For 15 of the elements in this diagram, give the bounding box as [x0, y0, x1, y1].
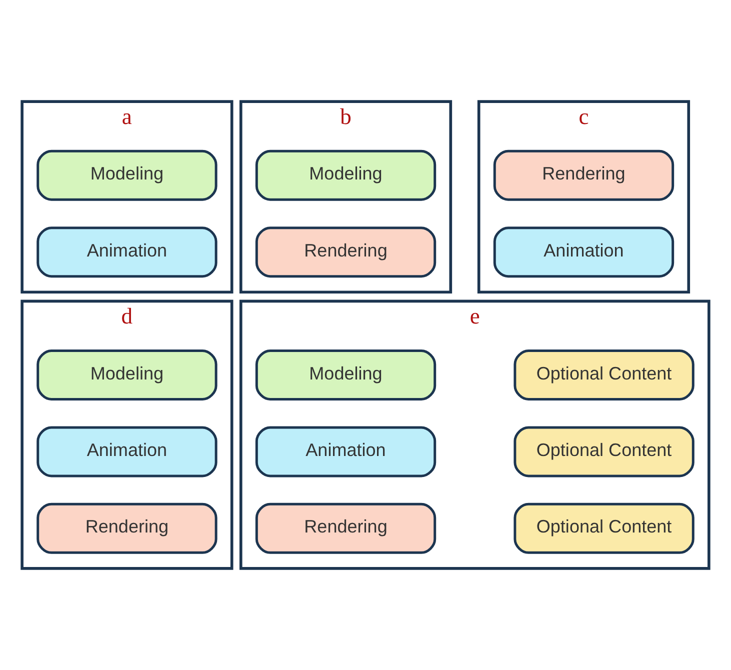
- node-box: Rendering: [255, 502, 436, 554]
- node-box: Optional Content: [514, 350, 694, 401]
- node-box: Modeling: [36, 350, 218, 401]
- node-box: Rendering: [255, 226, 436, 278]
- node-box: Animation: [493, 226, 674, 278]
- node-box: Optional Content: [514, 502, 694, 554]
- node-box: Optional Content: [514, 426, 694, 478]
- node-box: Modeling: [255, 150, 436, 201]
- node-box: Animation: [36, 426, 218, 478]
- node-box: Rendering: [36, 502, 218, 554]
- node-box: Animation: [36, 226, 218, 278]
- node-box: Rendering: [493, 150, 674, 201]
- node-box: Modeling: [255, 350, 436, 401]
- node-box: Modeling: [36, 150, 218, 201]
- node-box: Animation: [255, 426, 436, 478]
